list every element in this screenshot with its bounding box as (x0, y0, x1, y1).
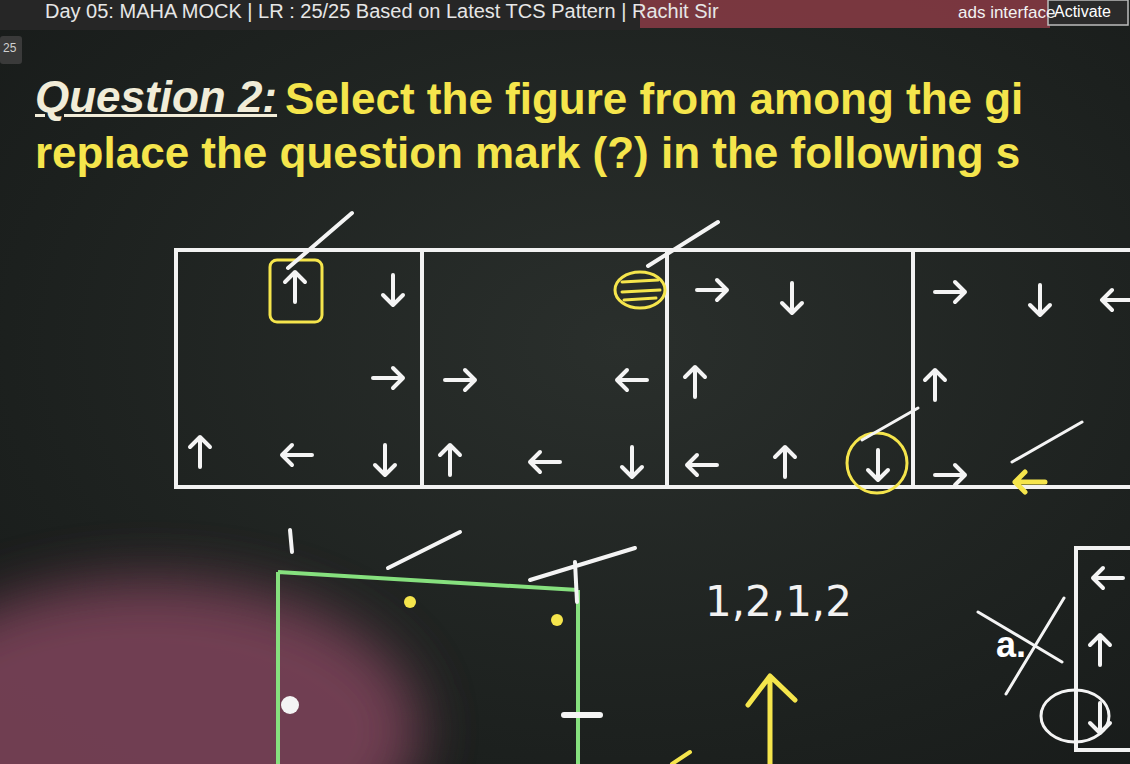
question-text: replace the question mark (?) in the fol… (35, 128, 1020, 179)
overlay-text: ads interface (958, 3, 1055, 23)
crossed-option: a. (996, 624, 1026, 665)
video-title: Day 05: MAHA MOCK | LR : 25/25 Based on … (45, 0, 719, 23)
timestamp: 25 (3, 42, 16, 56)
question-text: Select the figure from among the gi (285, 74, 1023, 125)
question-number: Question 2: (35, 72, 277, 123)
activate-button: Activate (1054, 3, 1111, 21)
handwritten-note: 1,2,1,2 (705, 578, 852, 626)
